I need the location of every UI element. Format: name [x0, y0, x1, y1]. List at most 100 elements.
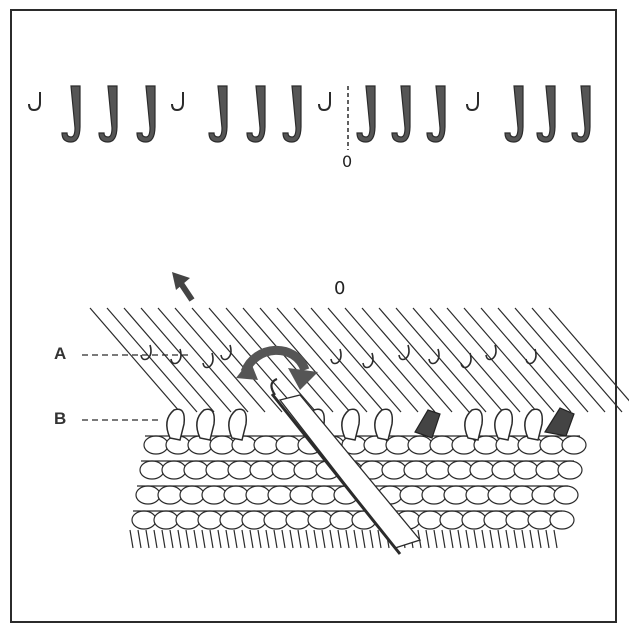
knit-stitch [385, 435, 411, 455]
fabric-fringe [433, 529, 438, 549]
knit-stitch [293, 460, 319, 480]
label-a: A [54, 344, 67, 363]
knit-stitch [143, 435, 169, 455]
knit-stitch [271, 460, 297, 480]
fabric-fringe [513, 529, 518, 549]
knit-stitch [135, 485, 161, 505]
fabric-fringe [281, 529, 286, 549]
knit-stitch [253, 435, 279, 455]
fabric-fringe [337, 529, 342, 549]
knit-stitch [275, 435, 301, 455]
fabric-fringe [457, 529, 462, 549]
yarn-line [259, 307, 351, 413]
fabric-fringe [153, 529, 158, 549]
needle-large [571, 85, 591, 143]
yarn-line [157, 307, 249, 413]
a-hook [202, 352, 214, 369]
needle-large [426, 85, 446, 143]
knit-stitch [421, 485, 447, 505]
needle-large [208, 85, 228, 143]
knit-stitch [263, 510, 289, 530]
fabric-fringe [465, 529, 470, 549]
fabric-fringe [169, 529, 174, 549]
b-loop [524, 408, 544, 441]
knit-stitch [469, 460, 495, 480]
fabric-fringe [193, 529, 198, 549]
knit-stitch [465, 485, 491, 505]
fabric-fringe [353, 529, 358, 549]
needle-large [98, 85, 118, 143]
fabric-fringe [129, 529, 134, 549]
yarn-line [242, 307, 334, 413]
knit-stitch [487, 485, 513, 505]
knit-stitch [539, 435, 565, 455]
knit-stitch [439, 510, 465, 530]
needle-large [356, 85, 376, 143]
knit-stitch [505, 510, 531, 530]
yarn-line [174, 307, 266, 413]
yarn-line [191, 307, 283, 413]
yarn-line [429, 307, 521, 413]
needle-large [536, 85, 556, 143]
dark-stitch [414, 407, 575, 439]
fabric-fringe [553, 529, 558, 549]
knit-stitch [417, 510, 443, 530]
fabric-fringe [441, 529, 446, 549]
knit-stitch [179, 485, 205, 505]
fabric-fringe [177, 529, 182, 549]
needle-small [171, 92, 184, 112]
knit-stitch [139, 460, 165, 480]
yarn-line [463, 307, 555, 413]
knit-stitch [201, 485, 227, 505]
knit-stitch [403, 460, 429, 480]
b-loop [464, 408, 484, 441]
knit-stitch [289, 485, 315, 505]
b-loop [228, 408, 248, 441]
yarn-line [106, 307, 198, 413]
knit-stitch [535, 460, 561, 480]
needle-large [136, 85, 156, 143]
knit-stitch [483, 510, 509, 530]
fabric-fringe [233, 529, 238, 549]
knit-stitch [429, 435, 455, 455]
b-loop [166, 408, 186, 441]
knit-stitch [267, 485, 293, 505]
knit-stitch [157, 485, 183, 505]
knit-stitch [527, 510, 553, 530]
arrow-up-left-icon [172, 272, 195, 302]
b-loop [374, 408, 394, 441]
knit-stitch [197, 510, 223, 530]
a-hook [170, 348, 182, 365]
knit-stitch [285, 510, 311, 530]
fabric-fringe [217, 529, 222, 549]
knit-stitch [161, 460, 187, 480]
knit-stitch [205, 460, 231, 480]
yarn-line [548, 307, 629, 402]
yarn-line [412, 307, 504, 413]
knit-stitch [245, 485, 271, 505]
fabric-fringe [369, 529, 374, 549]
b-loop [341, 408, 361, 441]
fabric-fringe [161, 529, 166, 549]
fabric-fringe [521, 529, 526, 549]
knit-stitch [209, 435, 235, 455]
fabric-fringe [145, 529, 150, 549]
fabric-fringe [273, 529, 278, 549]
yarn-line [89, 307, 181, 413]
a-hook [525, 348, 537, 365]
yarn-line [225, 307, 317, 413]
yarn-line [531, 307, 623, 413]
fabric-fringe [241, 529, 246, 549]
knit-stitch [461, 510, 487, 530]
a-hook [485, 344, 497, 361]
fabric-fringe [505, 529, 510, 549]
needle-large [282, 85, 302, 143]
needle-large [504, 85, 524, 143]
yarn-line [310, 307, 402, 413]
fabric-fringe [289, 529, 294, 549]
fabric-fringe [225, 529, 230, 549]
yarn-line [395, 307, 487, 413]
a-hook [398, 344, 410, 361]
a-hook [460, 352, 472, 369]
